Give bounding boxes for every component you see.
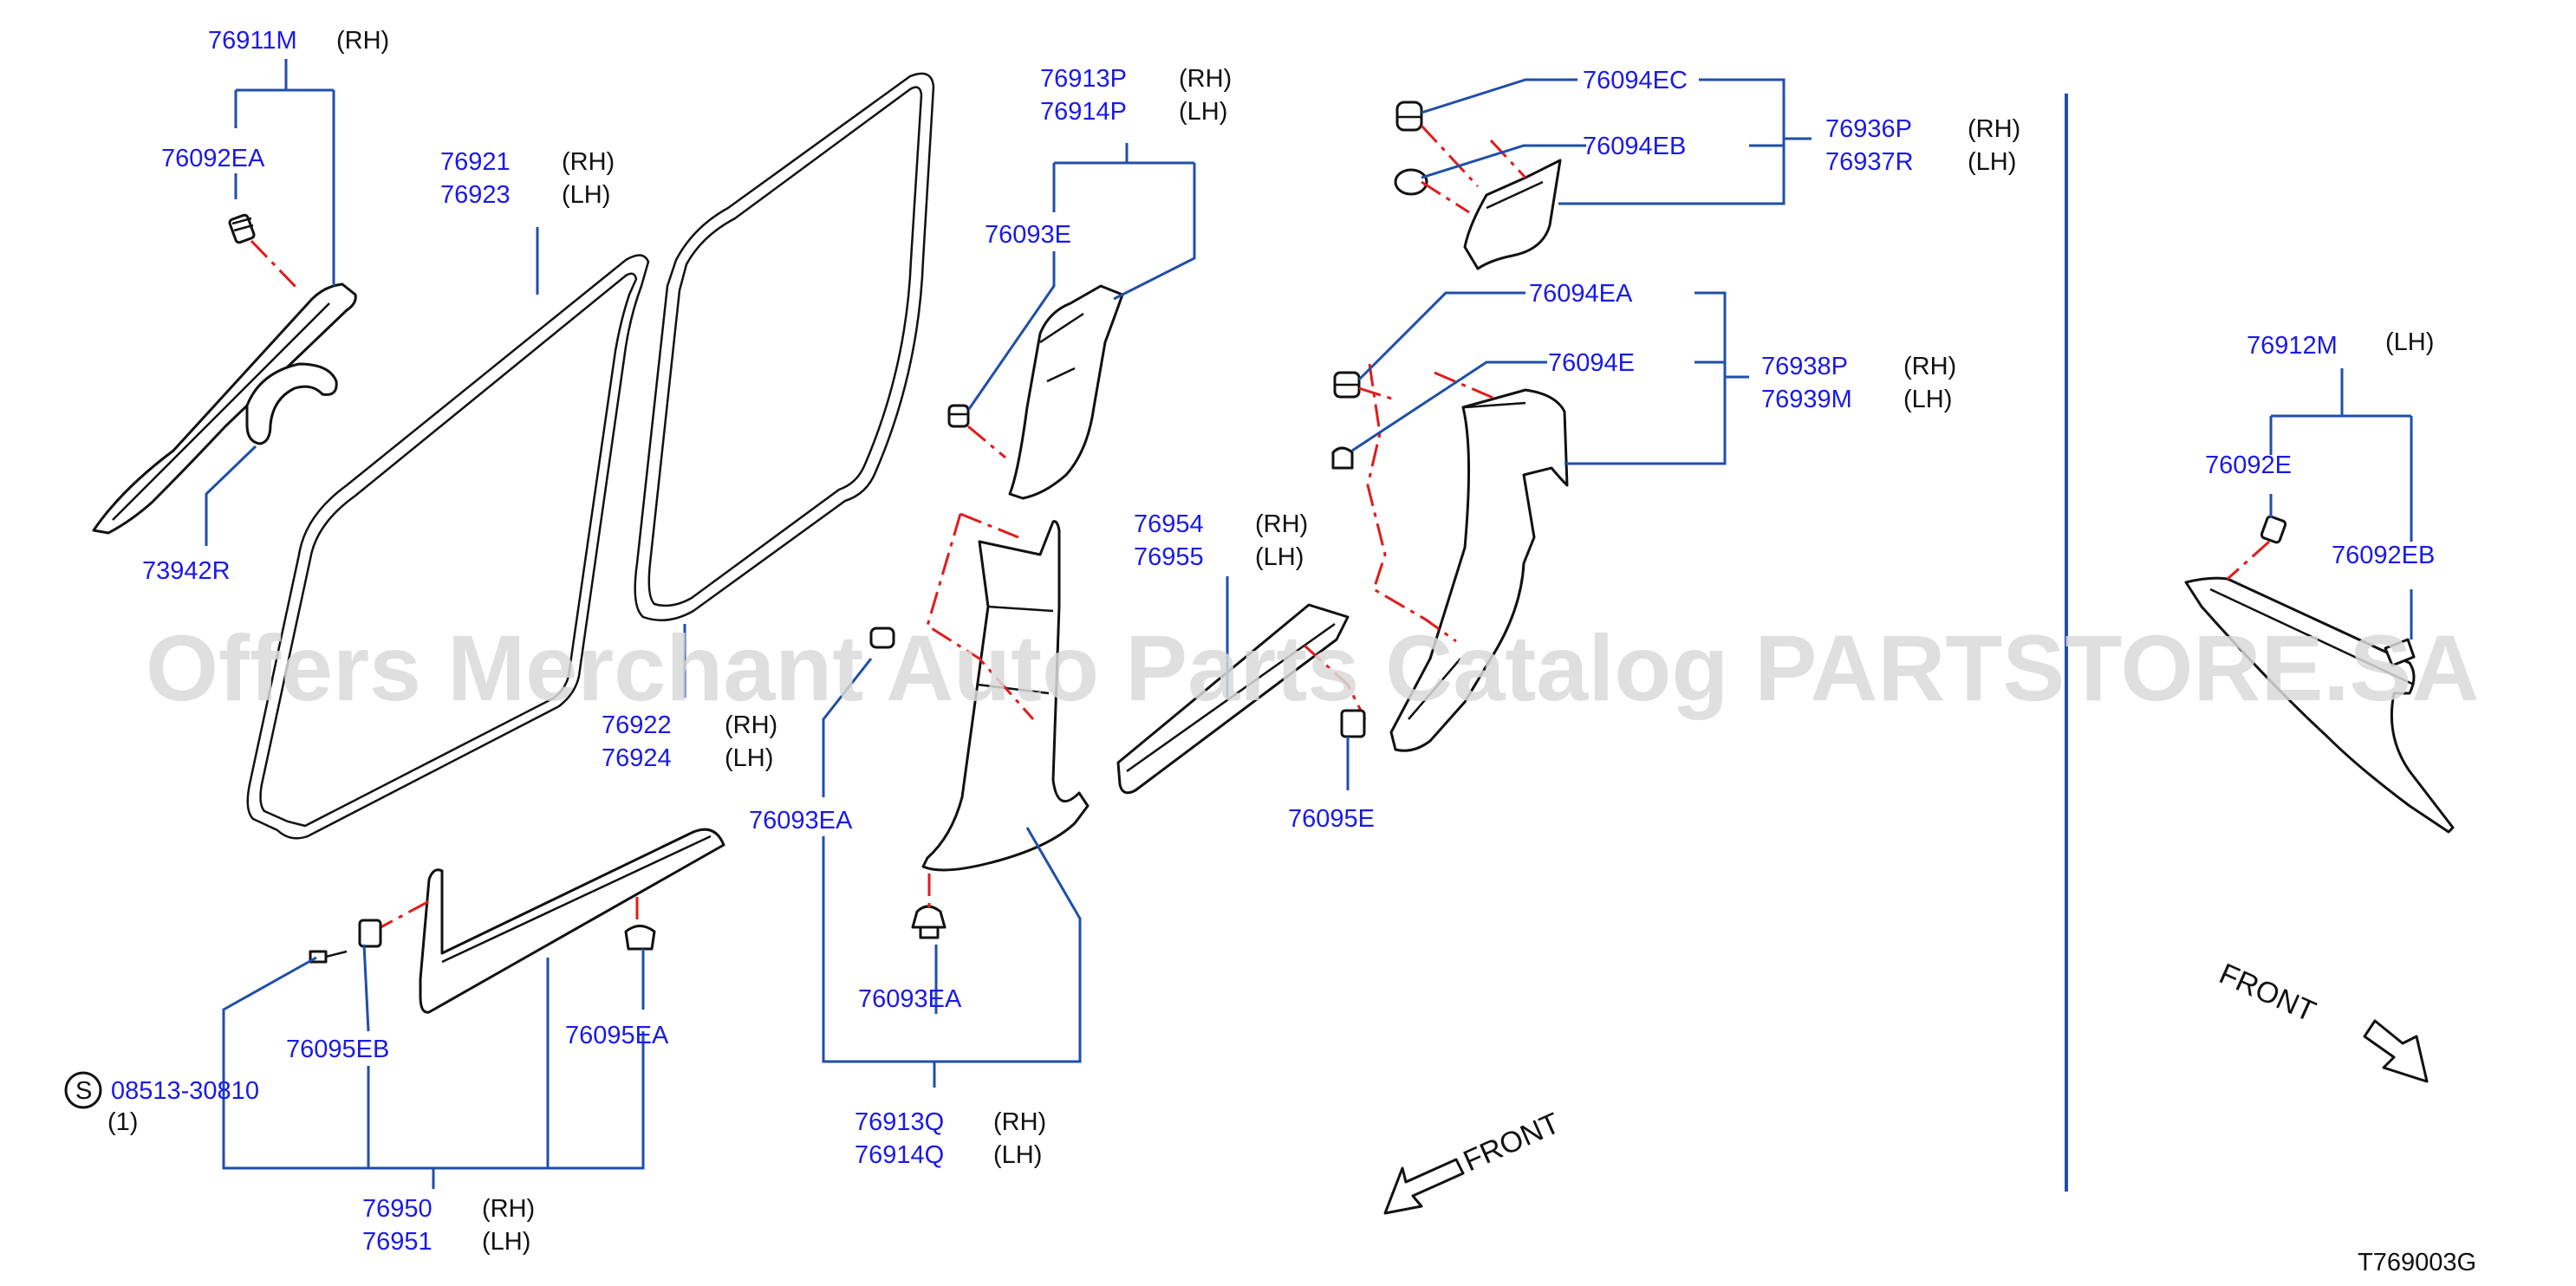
front-pillar-garnish[interactable] bbox=[92, 283, 357, 535]
front-pillar-garnish-lh[interactable] bbox=[2184, 576, 2455, 834]
clip-76095E[interactable] bbox=[1340, 709, 1366, 738]
label-76936P[interactable]: 76936P bbox=[1825, 115, 1912, 143]
clip-76094EC[interactable] bbox=[1395, 101, 1423, 132]
qty-08513-30810: (1) bbox=[107, 1108, 138, 1136]
dash-76954 bbox=[1303, 644, 1367, 720]
dash-center-lower bbox=[926, 512, 1035, 720]
front-label-right: FRONT bbox=[2215, 958, 2320, 1029]
side-76914P: (LH) bbox=[1179, 98, 1227, 126]
label-76922[interactable]: 76922 bbox=[602, 711, 672, 739]
weatherstrip-rear-door[interactable] bbox=[634, 72, 935, 621]
clip-76094E[interactable] bbox=[1331, 446, 1354, 470]
label-76924[interactable]: 76924 bbox=[602, 744, 672, 772]
side-76951: (LH) bbox=[482, 1228, 530, 1256]
label-73942R[interactable]: 73942R bbox=[142, 557, 231, 585]
label-76951[interactable]: 76951 bbox=[362, 1228, 433, 1256]
label-76095E[interactable]: 76095E bbox=[1288, 805, 1375, 833]
center-pillar-upper[interactable] bbox=[1008, 284, 1124, 500]
label-76092EA[interactable]: 76092EA bbox=[161, 145, 265, 172]
watermark: Offers Merchant Auto Parts Catalog PARTS… bbox=[146, 615, 2479, 720]
label-76912M[interactable]: 76912M bbox=[2247, 332, 2338, 360]
front-arrow-right bbox=[2363, 1019, 2429, 1083]
clip-76094EA[interactable] bbox=[1333, 371, 1361, 399]
side-76950: (RH) bbox=[482, 1195, 535, 1223]
label-76095EA[interactable]: 76095EA bbox=[565, 1022, 669, 1049]
clip-76095EA[interactable] bbox=[624, 925, 656, 951]
side-76911M: (RH) bbox=[336, 27, 389, 55]
clip-76093E[interactable] bbox=[947, 404, 970, 428]
label-76921[interactable]: 76921 bbox=[440, 148, 511, 176]
dash-76094EA bbox=[1358, 386, 1398, 402]
label-76914Q[interactable]: 76914Q bbox=[855, 1141, 944, 1169]
front-label-left: FRONT bbox=[1459, 1107, 1564, 1178]
dash-76094EC bbox=[1420, 124, 1527, 214]
diagram-code: T769003G bbox=[2358, 1249, 2476, 1276]
clip-76094EB[interactable] bbox=[1394, 168, 1428, 196]
label-76954[interactable]: 76954 bbox=[1134, 510, 1204, 538]
weatherstrip-front-door[interactable] bbox=[246, 254, 650, 840]
clip-76092E[interactable] bbox=[2260, 515, 2287, 544]
label-76094EB[interactable]: 76094EB bbox=[1583, 133, 1686, 160]
kicking-plate-rear[interactable] bbox=[1116, 603, 1350, 795]
label-08513-30810[interactable]: 08513-30810 bbox=[111, 1077, 259, 1105]
side-76939M: (LH) bbox=[1903, 386, 1952, 413]
label-76914P[interactable]: 76914P bbox=[1040, 98, 1127, 126]
label-76913P[interactable]: 76913P bbox=[1040, 65, 1127, 93]
side-76923: (LH) bbox=[562, 181, 610, 209]
label-76094EA[interactable]: 76094EA bbox=[1529, 280, 1633, 308]
label-76094E[interactable]: 76094E bbox=[1548, 349, 1635, 377]
clip-76093EA-lower[interactable] bbox=[911, 905, 946, 939]
side-76954: (RH) bbox=[1255, 510, 1308, 538]
dash-76092EA bbox=[250, 239, 301, 292]
dash-rear-lower bbox=[1366, 363, 1496, 643]
label-76911M[interactable]: 76911M bbox=[208, 27, 297, 55]
clip-76093EA-upper[interactable] bbox=[869, 627, 895, 649]
screw-symbol: S bbox=[75, 1077, 92, 1105]
label-76938P[interactable]: 76938P bbox=[1761, 353, 1848, 380]
label-76923[interactable]: 76923 bbox=[440, 181, 511, 209]
label-76092E[interactable]: 76092E bbox=[2205, 451, 2292, 479]
dash-76092E bbox=[2226, 540, 2271, 581]
side-76937R: (LH) bbox=[1968, 148, 2016, 176]
side-76913P: (RH) bbox=[1179, 65, 1232, 93]
label-76950[interactable]: 76950 bbox=[362, 1195, 433, 1223]
label-76094EC[interactable]: 76094EC bbox=[1583, 67, 1688, 94]
label-76095EB[interactable]: 76095EB bbox=[286, 1036, 389, 1063]
label-76939M[interactable]: 76939M bbox=[1761, 386, 1852, 413]
side-76914Q: (LH) bbox=[993, 1141, 1042, 1169]
front-arrow-left bbox=[1383, 1158, 1465, 1215]
side-76912M: (LH) bbox=[2385, 328, 2434, 356]
label-76937R[interactable]: 76937R bbox=[1825, 148, 1914, 176]
label-76093EA-upper[interactable]: 76093EA bbox=[749, 807, 853, 835]
label-76955[interactable]: 76955 bbox=[1134, 543, 1204, 571]
screw-symbol-circle bbox=[64, 1071, 102, 1109]
dash-76093E bbox=[967, 425, 1006, 459]
side-76921: (RH) bbox=[562, 148, 615, 176]
clip-76092EA[interactable] bbox=[228, 213, 256, 244]
leader-lines bbox=[205, 59, 2413, 1189]
clip-76092EB[interactable] bbox=[2384, 638, 2416, 667]
side-76955: (LH) bbox=[1255, 543, 1304, 571]
label-76093E[interactable]: 76093E bbox=[985, 221, 1071, 249]
side-76938P: (RH) bbox=[1903, 353, 1956, 380]
rear-pillar-upper[interactable] bbox=[1463, 159, 1562, 270]
kicking-plate-front[interactable] bbox=[419, 828, 725, 1014]
side-76936P: (RH) bbox=[1968, 115, 2020, 143]
label-76913Q[interactable]: 76913Q bbox=[855, 1108, 944, 1136]
side-76922: (RH) bbox=[725, 711, 777, 739]
side-76913Q: (RH) bbox=[993, 1108, 1046, 1136]
clip-76095EB[interactable] bbox=[358, 919, 382, 948]
part-labels: 76911M (RH) 76092EA 73942R 76921 (RH) 76… bbox=[64, 27, 2476, 1276]
label-76092EB[interactable]: 76092EB bbox=[2332, 542, 2435, 569]
label-76093EA-lower[interactable]: 76093EA bbox=[858, 985, 962, 1013]
rear-pillar-lower[interactable] bbox=[1389, 388, 1569, 752]
side-76924: (LH) bbox=[725, 744, 773, 772]
